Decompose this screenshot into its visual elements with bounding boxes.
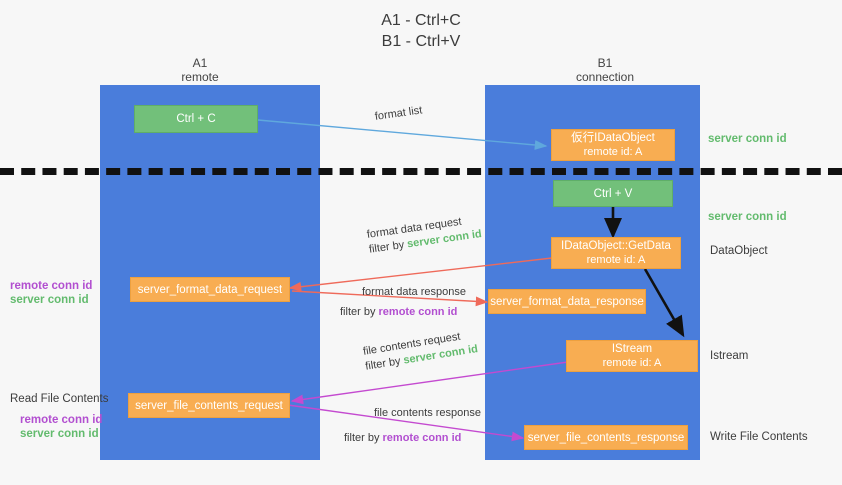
node-ole-idataobject-remote-id: remote id: A [583,146,643,158]
node-server-file-contents-response-label: server_file_contents_response [527,431,685,444]
annotation-remote-conn-id-2: remote conn id [20,414,103,426]
node-ole-idataobject-title: 仮行IDataObject [571,132,655,144]
filter-value-remote-conn-id: remote conn id [378,306,458,318]
node-idataobject-getdata-remote-id: remote id: A [586,254,646,266]
node-server-file-contents-response[interactable]: server_file_contents_response [524,425,688,450]
edge-label-file-contents-response-title: file contents response [374,407,482,419]
node-server-format-data-response[interactable]: server_format_data_response [488,289,646,314]
filter-prefix: filter by [368,238,409,256]
node-server-format-data-request[interactable]: server_format_data_request [130,277,290,302]
annotation-server-conn-id-mid: server conn id [708,211,787,223]
title-line-1: A1 - Ctrl+C [381,12,461,29]
node-ole-idataobject[interactable]: 仮行IDataObject remote id: A [551,129,675,161]
node-istream-title: IStream [611,343,653,355]
node-ctrl-c[interactable]: Ctrl + C [134,105,258,133]
node-ctrl-c-label: Ctrl + C [176,113,216,125]
column-a1-name: A1 [192,56,208,70]
edge-label-file-contents-response: file contents response filter by remote … [344,406,481,446]
filter-prefix: filter by [344,432,383,444]
node-server-file-contents-request-label: server_file_contents_request [135,399,283,412]
edge-label-format-list-title: format list [374,104,424,123]
node-ctrl-v-label: Ctrl + V [593,187,633,200]
phase-divider [0,168,842,175]
edge-label-format-list: format list [374,103,423,124]
node-istream[interactable]: IStream remote id: A [566,340,698,372]
column-header-b1: B1 connection [540,56,670,84]
filter-prefix: filter by [340,306,379,318]
node-idataobject-getdata[interactable]: IDataObject::GetData remote id: A [551,237,681,269]
edge-label-file-contents-request: file contents request filter by server c… [362,327,479,374]
annotation-server-conn-id-top: server conn id [708,133,787,145]
page-title: A1 - Ctrl+C B1 - Ctrl+V [0,10,842,52]
column-b1-role: connection [575,70,635,84]
title-line-2: B1 - Ctrl+V [381,33,461,50]
annotation-istream: Istream [710,350,749,362]
node-server-format-data-response-label: server_format_data_response [490,295,644,308]
column-a1-role: remote [181,70,219,84]
annotation-read-file-contents: Read File Contents [10,393,109,405]
node-istream-remote-id: remote id: A [602,357,662,369]
edge-label-format-data-request: format data request filter by server con… [366,212,483,258]
edge-label-format-data-response-title: format data response [362,286,466,298]
annotation-server-conn-id-2: server conn id [20,428,99,440]
column-b1-name: B1 [597,56,613,70]
annotation-server-conn-id-1: server conn id [10,294,89,306]
column-header-a1: A1 remote [140,56,260,84]
annotation-write-file-contents: Write File Contents [710,431,808,443]
node-server-format-data-request-label: server_format_data_request [137,283,283,296]
edge-label-format-data-response-filter: filter by remote conn id [340,300,466,320]
edge-label-file-contents-response-filter: filter by remote conn id [344,421,481,446]
node-idataobject-getdata-title: IDataObject::GetData [561,240,671,252]
node-server-file-contents-request[interactable]: server_file_contents_request [128,393,290,418]
node-ctrl-v[interactable]: Ctrl + V [553,180,673,207]
filter-value-remote-conn-id: remote conn id [382,432,462,444]
edge-label-format-data-response: format data response filter by remote co… [340,285,466,320]
annotation-dataobject: DataObject [710,245,768,257]
annotation-remote-conn-id-1: remote conn id [10,280,93,292]
